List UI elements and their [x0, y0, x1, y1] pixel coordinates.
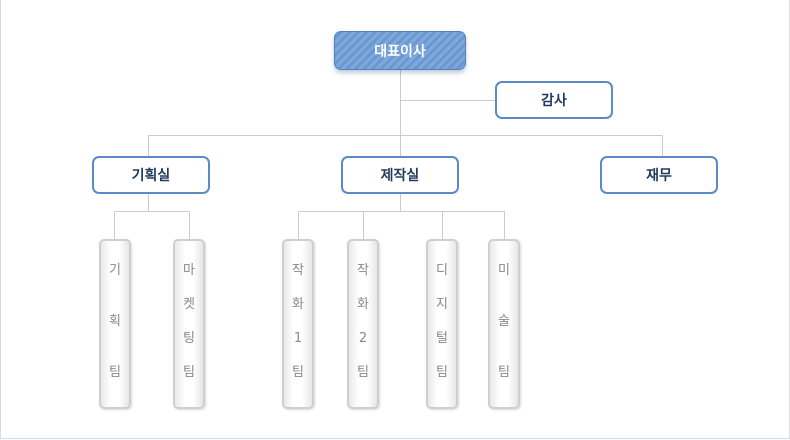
- planning-team-box[interactable]: 기 획 팀: [99, 239, 131, 409]
- art-1-team-box[interactable]: 작 화 1 팀: [282, 239, 314, 409]
- team-char: 1: [293, 331, 303, 346]
- art-design-team-box[interactable]: 미 술 팀: [488, 239, 520, 409]
- team-char: 팀: [292, 365, 304, 380]
- team-char: 팀: [183, 365, 195, 380]
- team-char: 화: [292, 297, 304, 312]
- team-char: 화: [357, 297, 369, 312]
- team-char: 팀: [109, 365, 121, 380]
- planning-dept-node[interactable]: 기획실: [92, 156, 210, 194]
- finance-dept-label: 재무: [646, 168, 672, 184]
- team-char: 작: [292, 263, 304, 278]
- team-char: 미: [498, 263, 510, 278]
- team-char: 팀: [436, 365, 448, 380]
- team-char: 팀: [357, 365, 369, 380]
- team-char: 획: [109, 314, 121, 329]
- ceo-node[interactable]: 대표이사: [334, 31, 466, 70]
- audit-node[interactable]: 감사: [495, 81, 613, 119]
- team-char: 털: [436, 331, 448, 346]
- team-char: 기: [109, 263, 121, 278]
- ceo-label: 대표이사: [374, 43, 426, 60]
- team-char: 술: [498, 314, 510, 329]
- audit-label: 감사: [541, 93, 567, 109]
- team-char: 지: [436, 297, 448, 312]
- team-char: 2: [358, 331, 368, 346]
- production-dept-label: 제작실: [380, 168, 420, 184]
- team-char: 작: [357, 263, 369, 278]
- team-char: 팀: [498, 365, 510, 380]
- production-dept-node[interactable]: 제작실: [341, 156, 459, 194]
- digital-team-box[interactable]: 디 지 털 팀: [426, 239, 458, 409]
- team-char: 마: [183, 263, 195, 278]
- planning-dept-label: 기획실: [131, 168, 171, 184]
- finance-dept-node[interactable]: 재무: [600, 156, 718, 194]
- team-char: 디: [436, 263, 448, 278]
- team-char: 켓: [183, 297, 195, 312]
- art-2-team-box[interactable]: 작 화 2 팀: [347, 239, 379, 409]
- team-char: 팅: [183, 331, 195, 346]
- marketing-team-box[interactable]: 마 켓 팅 팀: [173, 239, 205, 409]
